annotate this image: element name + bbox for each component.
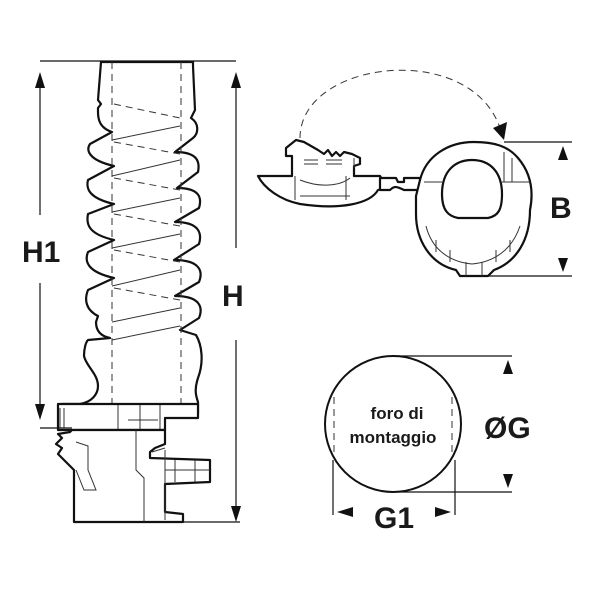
h-arrow-down bbox=[231, 506, 241, 522]
h-label: H bbox=[222, 280, 244, 313]
mounting-hole-label-line1: foro di bbox=[371, 404, 424, 423]
base-flange bbox=[56, 402, 200, 432]
h1-label: H1 bbox=[22, 236, 60, 269]
dimension-h1: H1 bbox=[22, 72, 72, 429]
closure-rotation-arc bbox=[299, 69, 501, 139]
g1-arrow-right bbox=[435, 507, 451, 517]
h-arrow-up bbox=[231, 72, 241, 88]
h1-arrow-up bbox=[35, 72, 45, 88]
b-arrow-up bbox=[558, 146, 568, 160]
b-label: B bbox=[550, 192, 572, 225]
flange-details bbox=[59, 405, 161, 430]
rotation-arrow bbox=[493, 122, 507, 140]
side-view-clip bbox=[40, 60, 236, 524]
b-arrow-down bbox=[558, 258, 568, 272]
top-view-closure: B bbox=[256, 69, 572, 278]
anchor-details bbox=[75, 430, 210, 522]
h1-arrow-down bbox=[35, 404, 45, 420]
spiral-body-outline bbox=[60, 60, 203, 416]
g1-label: G1 bbox=[374, 502, 414, 535]
tongue-details bbox=[294, 158, 355, 200]
ring-bore bbox=[440, 158, 504, 220]
mounting-hole-label-line2: montaggio bbox=[350, 428, 437, 447]
anchor-body bbox=[54, 428, 212, 524]
g-arrow-up bbox=[503, 360, 513, 374]
helix-lines bbox=[111, 125, 181, 341]
g-arrow-down bbox=[503, 474, 513, 488]
mounting-hole-view: foro di montaggio ØG G1 bbox=[324, 355, 531, 535]
dimension-h: H bbox=[183, 72, 244, 523]
hinge-strap bbox=[378, 176, 422, 192]
mounting-hole-circle bbox=[324, 355, 462, 493]
g1-arrow-left bbox=[337, 507, 353, 517]
ring-details bbox=[424, 152, 530, 276]
g-diameter-label: ØG bbox=[484, 412, 531, 445]
